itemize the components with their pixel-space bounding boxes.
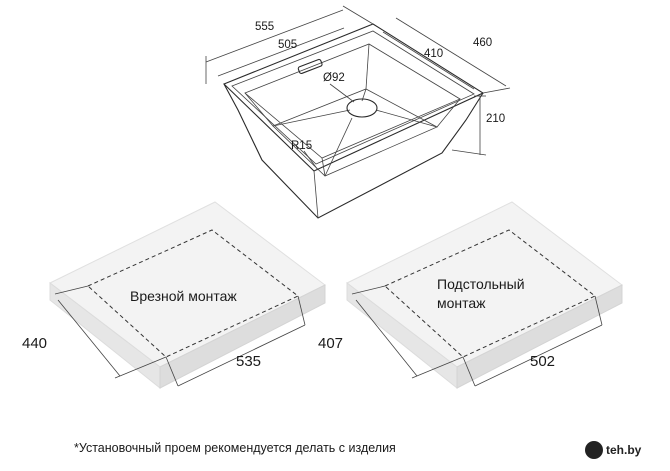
dim-radius: R15 — [291, 140, 312, 152]
dim-outer-width: 555 — [255, 21, 274, 33]
cutout-under-mount: Подстольный монтаж 407 502 — [318, 201, 623, 390]
dim-inner-depth: 410 — [424, 48, 443, 60]
cutout-top-dim-depth: 440 — [22, 335, 47, 352]
dim-outer-depth: 460 — [473, 37, 492, 49]
cutout-under-label-line1: Подстольный — [437, 276, 525, 292]
cutout-top-mount: Врезной монтаж 440 535 — [22, 201, 326, 390]
sink-inner-rim — [231, 30, 475, 165]
sink-drawing: 555 505 460 410 210 Ø92 R15 — [205, 5, 511, 219]
footnote-text: *Установочный проем рекомендуется делать… — [74, 441, 396, 455]
sink-bowl-bottom — [272, 88, 438, 177]
cutout-top-dim-width: 535 — [236, 353, 261, 370]
countertop-slab-edge-right — [159, 284, 326, 389]
cutout-top-label: Врезной монтаж — [130, 288, 237, 304]
cutout-under-label-line2: монтаж — [437, 295, 486, 311]
sink-outer-body — [223, 83, 484, 219]
site-logo: teh.by — [585, 440, 657, 460]
drain-icon — [346, 98, 378, 118]
sink-outer-rim — [223, 23, 485, 172]
dim-inner-width: 505 — [278, 39, 297, 51]
dim-drain: Ø92 — [323, 72, 345, 84]
logo-mark-icon — [585, 441, 603, 459]
dim-height: 210 — [486, 113, 505, 125]
cutout-under-dim-depth: 407 — [318, 335, 343, 352]
cutout-under-dim-width: 502 — [530, 353, 555, 370]
overflow-slot-icon — [297, 58, 323, 75]
logo-text: teh.by — [606, 443, 642, 457]
countertop-slab-edge-right — [456, 284, 623, 389]
